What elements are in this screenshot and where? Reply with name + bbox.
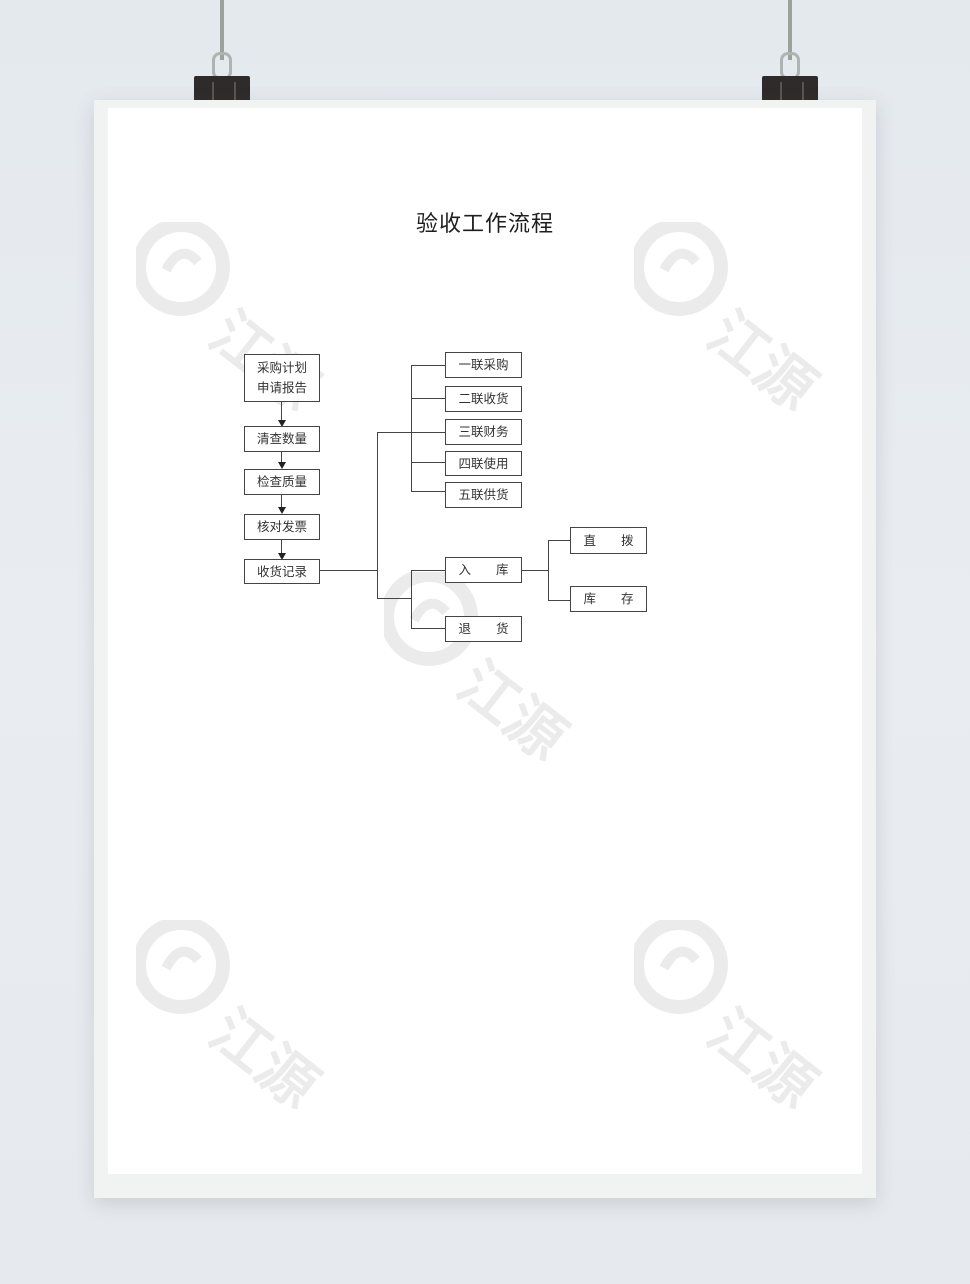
flow-step-return: 退 货 (445, 616, 522, 642)
flow-connector (281, 540, 282, 554)
flow-step-verify-invoice: 核对发票 (244, 514, 320, 540)
flow-connector (411, 365, 446, 366)
watermark-text: 江源 (695, 298, 828, 422)
flow-connector (411, 628, 446, 629)
flow-step-inbound: 入 库 (445, 557, 522, 583)
watermark-text: 江源 (445, 648, 578, 772)
flow-trunk (377, 432, 378, 599)
flow-connector (411, 462, 446, 463)
hanging-wire-right (788, 0, 792, 60)
flow-connector (411, 398, 446, 399)
copy-box-supplier: 五联供货 (445, 482, 522, 508)
watermark-text: 江源 (197, 996, 330, 1120)
flow-connector (522, 570, 548, 571)
flow-step-check-quantity: 清查数量 (244, 426, 320, 452)
copy-box-purchase: 一联采购 (445, 352, 522, 378)
flow-step-check-quality: 检查质量 (244, 469, 320, 495)
flow-connector (377, 432, 411, 433)
lower-trunk (411, 570, 412, 628)
flow-connector (377, 598, 411, 599)
watermark-logo: 江源 (384, 572, 579, 772)
flow-step-purchase-plan: 采购计划 申请报告 (244, 354, 320, 402)
watermark-logo: 江源 (634, 920, 829, 1120)
flow-arrow (278, 462, 286, 469)
flow-arrow (278, 507, 286, 514)
copy-box-usage: 四联使用 (445, 451, 522, 476)
flow-connector (320, 570, 377, 571)
flow-connector (548, 600, 571, 601)
flow-connector (281, 402, 282, 421)
flow-connector (281, 452, 282, 463)
flow-arrow (278, 553, 286, 560)
inbound-trunk (548, 540, 549, 600)
flow-connector (548, 540, 571, 541)
inbound-stock: 库 存 (570, 586, 647, 612)
watermark-logo: 江源 (136, 920, 331, 1120)
flow-connector (281, 495, 282, 508)
hanging-wire-left (220, 0, 224, 60)
watermark-logo: 江源 (634, 222, 829, 422)
flow-step-receipt-record: 收货记录 (244, 559, 320, 584)
copies-trunk (411, 365, 412, 491)
flow-connector (411, 491, 446, 492)
page-title: 验收工作流程 (415, 212, 554, 237)
inbound-direct-transfer: 直 拨 (570, 527, 647, 554)
flow-connector (411, 570, 446, 571)
copy-box-finance: 三联财务 (445, 419, 522, 445)
flow-arrow (278, 420, 286, 427)
watermark-text: 江源 (695, 996, 828, 1120)
copy-box-receiving: 二联收货 (445, 386, 522, 412)
flow-connector (411, 432, 446, 433)
